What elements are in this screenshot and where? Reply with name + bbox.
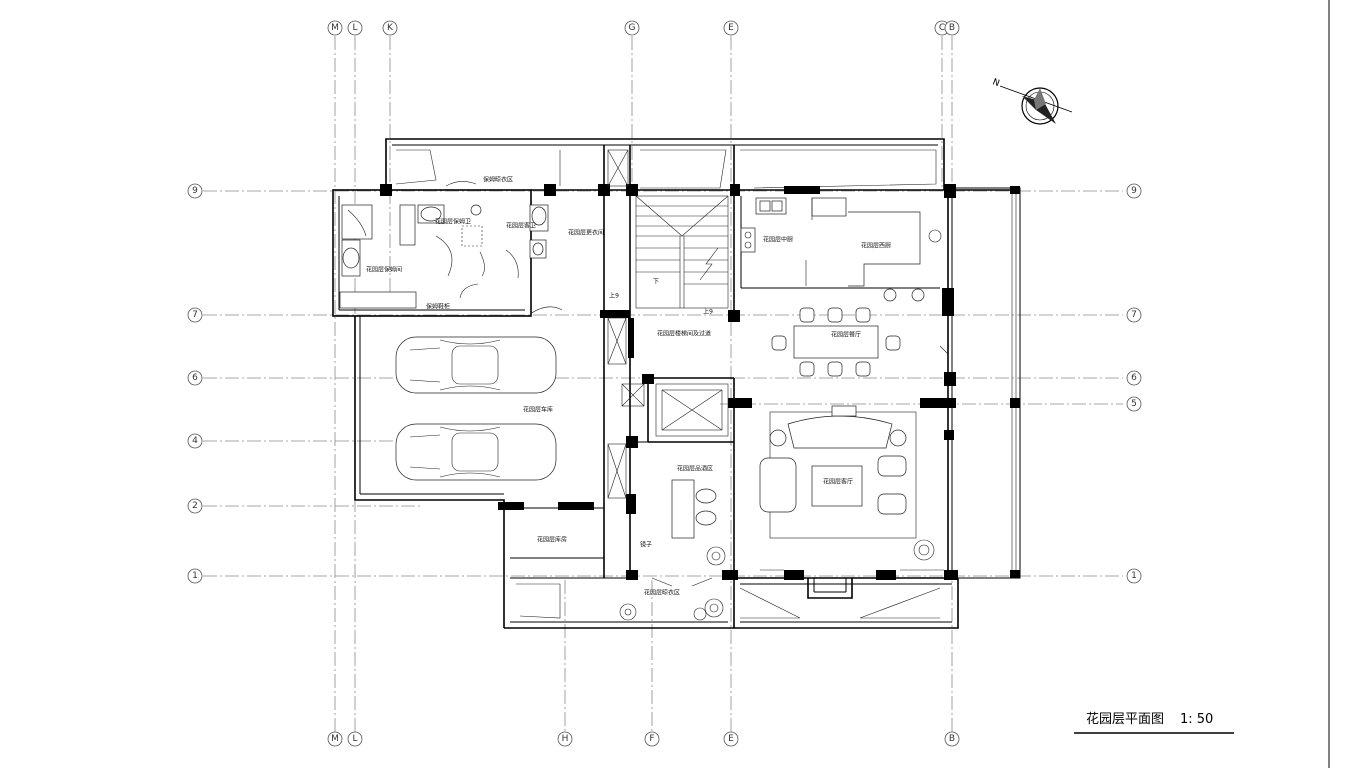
grid-label-right: 9 [1131, 186, 1137, 196]
room-label-guest-bath: 花园层客卫 [506, 222, 536, 230]
grid-label-bottom: L [352, 734, 357, 744]
grid-label-bottom: F [649, 734, 654, 744]
grid-bubbles-left: 9 7 6 4 2 1 [187, 183, 203, 584]
drawing-title: 花园层平面图 [1086, 711, 1164, 727]
room-label-nanny-shoes: 保姆鞋柜 [426, 303, 450, 311]
drawing-scale: 1: 50 [1180, 712, 1213, 727]
car [395, 423, 557, 481]
grid-label-left: 1 [192, 571, 198, 581]
room-label-wine: 花园层品酒区 [677, 465, 713, 473]
room-label-nanny-bath: 花园层保姆卫 [435, 218, 471, 226]
staircase: 下 上9 上9 [609, 195, 729, 316]
grid-label-left: 9 [192, 186, 198, 196]
bathroom-fixtures [339, 150, 563, 315]
grid-bubbles-right: 9 7 6 5 1 [1126, 183, 1142, 584]
north-arrow: N [991, 77, 1073, 125]
grid-bubbles-top: M L K G E C B [327, 20, 960, 36]
grid-label-top: K [387, 23, 394, 33]
garage-cars [395, 336, 557, 481]
dining-set [771, 307, 949, 377]
stair-down-label: 下 [653, 279, 659, 286]
wine-bar [651, 479, 726, 587]
room-label-garage: 花园层车库 [523, 406, 553, 414]
structural-columns [380, 184, 1020, 580]
grid-label-bottom: H [562, 734, 569, 744]
grid-label-bottom: B [949, 734, 955, 744]
garden-plants [619, 598, 724, 621]
grid-label-left: 6 [192, 373, 198, 383]
stair-up-label: 上9 [609, 292, 619, 300]
grid-label-top: C [939, 23, 945, 33]
grid-label-left: 2 [192, 501, 198, 511]
grid-label-top: G [629, 23, 636, 33]
room-label-laundry: 保姆晾衣区 [483, 176, 513, 184]
grid-label-top: E [728, 23, 734, 33]
room-label-nanny-room: 花园层保姆间 [366, 266, 402, 274]
living-room-furniture [759, 405, 944, 571]
building-walls [332, 138, 1021, 629]
elevator [607, 149, 729, 499]
grid-label-right: 6 [1131, 373, 1137, 383]
grid-label-left: 7 [192, 310, 198, 320]
stair-up-label-2: 上9 [703, 308, 713, 316]
grid-label-right: 5 [1131, 399, 1137, 409]
north-label: N [991, 77, 1001, 89]
room-label-western-kitchen: 花园层西厨 [861, 242, 891, 250]
room-label-dining: 花园层餐厅 [831, 331, 861, 339]
grid-label-right: 1 [1131, 571, 1137, 581]
room-labels: 保姆晾衣区 花园层保姆卫 花园层客卫 花园层更衣间 花园层保姆间 保姆鞋柜 花园… [366, 176, 891, 597]
room-label-dressing: 花园层更衣间 [568, 229, 604, 237]
room-label-chinese-kitchen: 花园层中厨 [763, 236, 793, 244]
room-label-garden-laundry: 花园层晾衣区 [644, 589, 680, 597]
grid-label-bottom: E [728, 734, 734, 744]
grid-label-bottom: M [331, 734, 339, 744]
room-label-living: 花园层客厅 [823, 478, 853, 486]
car [395, 336, 557, 394]
room-label-mirror: 镜子 [640, 541, 652, 549]
room-label-stair-hall: 花园层楼梯间及过道 [657, 330, 711, 338]
kitchen-fixtures [740, 197, 942, 302]
grid-label-top: B [949, 23, 955, 33]
grid-label-top: M [331, 23, 339, 33]
room-label-store: 花园层库房 [537, 536, 567, 544]
grid-bubbles-bottom: M L H F E B [327, 731, 960, 747]
title-block: 花园层平面图 1: 50 [1074, 711, 1234, 734]
grid-label-left: 4 [192, 436, 198, 446]
grid-label-top: L [352, 23, 357, 33]
axis-lines [203, 36, 1123, 732]
grid-label-right: 7 [1131, 310, 1137, 320]
